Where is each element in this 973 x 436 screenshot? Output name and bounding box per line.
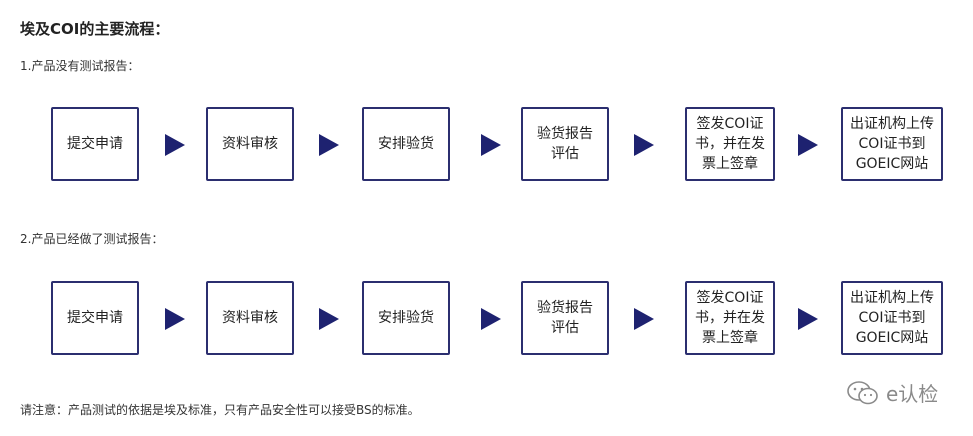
step-issue-certificate: 签发COI证 书，并在发 票上签章	[685, 107, 775, 181]
step-upload-goeic: 出证机构上传 COI证书到 GOEIC网站	[841, 107, 943, 181]
arrow-right-icon	[634, 308, 654, 330]
step-arrange-inspection: 安排验货	[362, 281, 450, 355]
step-upload-goeic: 出证机构上传 COI证书到 GOEIC网站	[841, 281, 943, 355]
step-label: 安排验货	[378, 310, 434, 326]
flow-2-heading: 2.产品已经做了测试报告：	[20, 232, 164, 246]
step-label: 提交申请	[67, 310, 123, 326]
step-document-review: 资料审核	[206, 281, 294, 355]
step-label: 签发COI证 书，并在发 票上签章	[695, 116, 765, 172]
arrow-right-icon	[165, 134, 185, 156]
step-label: 出证机构上传 COI证书到 GOEIC网站	[850, 116, 934, 172]
arrow-right-icon	[165, 308, 185, 330]
arrow-right-icon	[798, 308, 818, 330]
footnote: 请注意：产品测试的依据是埃及标准，只有产品安全性可以接受BS的标准。	[20, 403, 420, 417]
arrow-right-icon	[319, 308, 339, 330]
watermark-text: e认检	[886, 382, 939, 406]
arrow-right-icon	[798, 134, 818, 156]
step-submit-application: 提交申请	[51, 107, 139, 181]
step-label: 验货报告 评估	[537, 126, 593, 162]
step-label: 资料审核	[222, 136, 278, 152]
step-label: 安排验货	[378, 136, 434, 152]
step-label: 资料审核	[222, 310, 278, 326]
step-issue-certificate: 签发COI证 书，并在发 票上签章	[685, 281, 775, 355]
watermark: e认检	[846, 378, 938, 407]
step-label: 验货报告 评估	[537, 300, 593, 336]
step-report-evaluation: 验货报告 评估	[521, 281, 609, 355]
step-label: 提交申请	[67, 136, 123, 152]
step-label: 出证机构上传 COI证书到 GOEIC网站	[850, 290, 934, 346]
arrow-right-icon	[481, 308, 501, 330]
step-submit-application: 提交申请	[51, 281, 139, 355]
flow-1-row: 提交申请 资料审核 安排验货 验货报告 评估 签发COI证 书，并在发 票上签章…	[0, 107, 973, 187]
step-report-evaluation: 验货报告 评估	[521, 107, 609, 181]
arrow-right-icon	[634, 134, 654, 156]
arrow-right-icon	[319, 134, 339, 156]
flow-1-heading: 1.产品没有测试报告：	[20, 59, 140, 73]
step-arrange-inspection: 安排验货	[362, 107, 450, 181]
page-title: 埃及COI的主要流程：	[20, 20, 170, 38]
arrow-right-icon	[481, 134, 501, 156]
step-label: 签发COI证 书，并在发 票上签章	[695, 290, 765, 346]
wechat-icon	[847, 380, 878, 404]
flow-2-row: 提交申请 资料审核 安排验货 验货报告 评估 签发COI证 书，并在发 票上签章…	[0, 281, 973, 361]
step-document-review: 资料审核	[206, 107, 294, 181]
